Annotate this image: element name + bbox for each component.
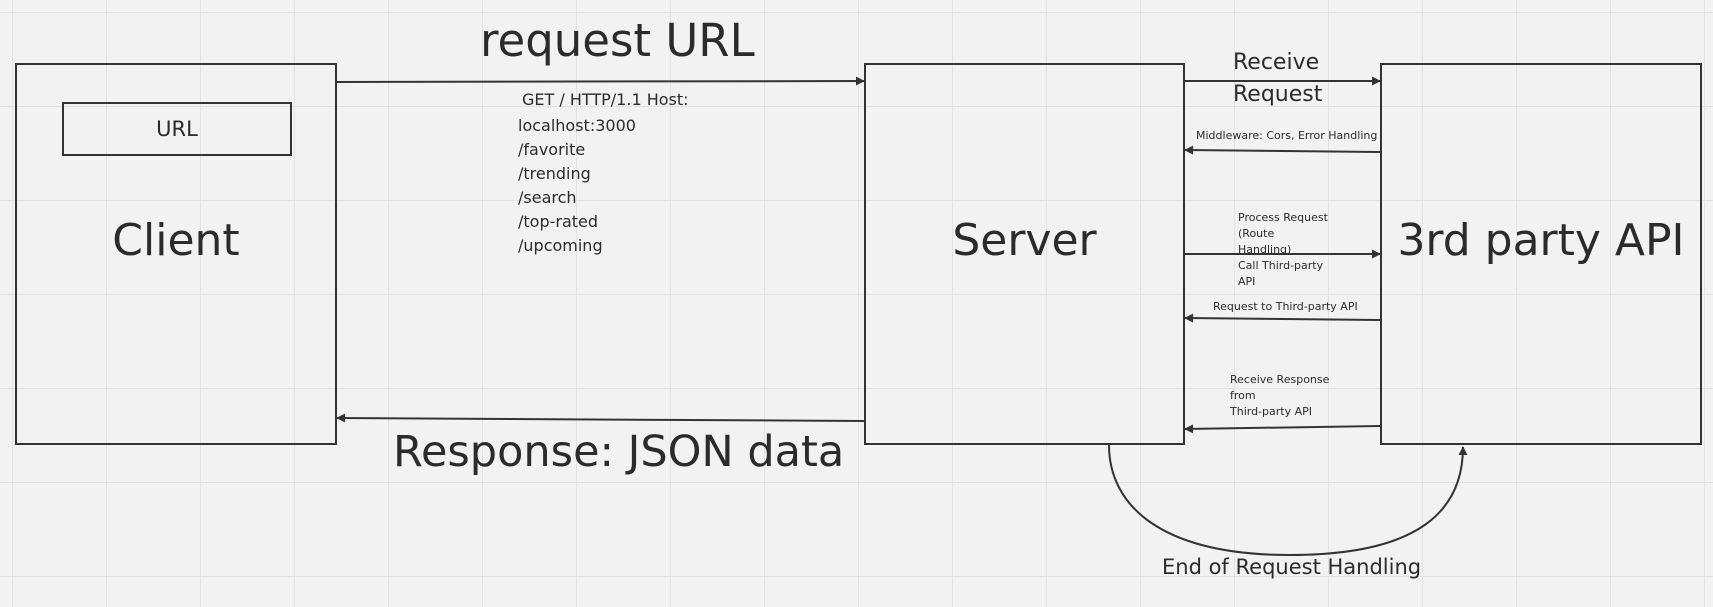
receive-response-arrow — [1184, 424, 1381, 434]
client-node: URL Client — [15, 63, 337, 445]
server-node: Server — [864, 63, 1185, 445]
receive-request-label: Receive Request — [1233, 50, 1323, 107]
request-third-party-arrow — [1184, 313, 1381, 323]
response-arrow — [336, 413, 865, 423]
receive-response-label: Receive Response from Third-party API — [1230, 373, 1330, 418]
middleware-arrow — [1184, 145, 1381, 155]
middleware-label: Middleware: Cors, Error Handling — [1196, 129, 1378, 142]
request-arrow — [336, 76, 865, 86]
url-box-label: URL — [156, 117, 198, 141]
response-label: Response: JSON data — [393, 427, 845, 477]
request-details: localhost:3000 /favorite /trending /sear… — [518, 116, 636, 255]
url-box: URL — [62, 102, 292, 156]
server-label: Server — [952, 215, 1097, 266]
api-node: 3rd party API — [1380, 63, 1702, 445]
client-label: Client — [112, 215, 240, 266]
api-label: 3rd party API — [1397, 215, 1685, 266]
process-request-label: Process Request (Route Handling) Call Th… — [1238, 211, 1328, 288]
request-third-party-label: Request to Third-party API — [1213, 300, 1358, 313]
end-handling-arc — [1108, 444, 1468, 557]
request-details-line1: GET / HTTP/1.1 Host: — [522, 90, 689, 109]
request-url-label: request URL — [480, 14, 755, 67]
end-handling-label: End of Request Handling — [1162, 555, 1422, 579]
